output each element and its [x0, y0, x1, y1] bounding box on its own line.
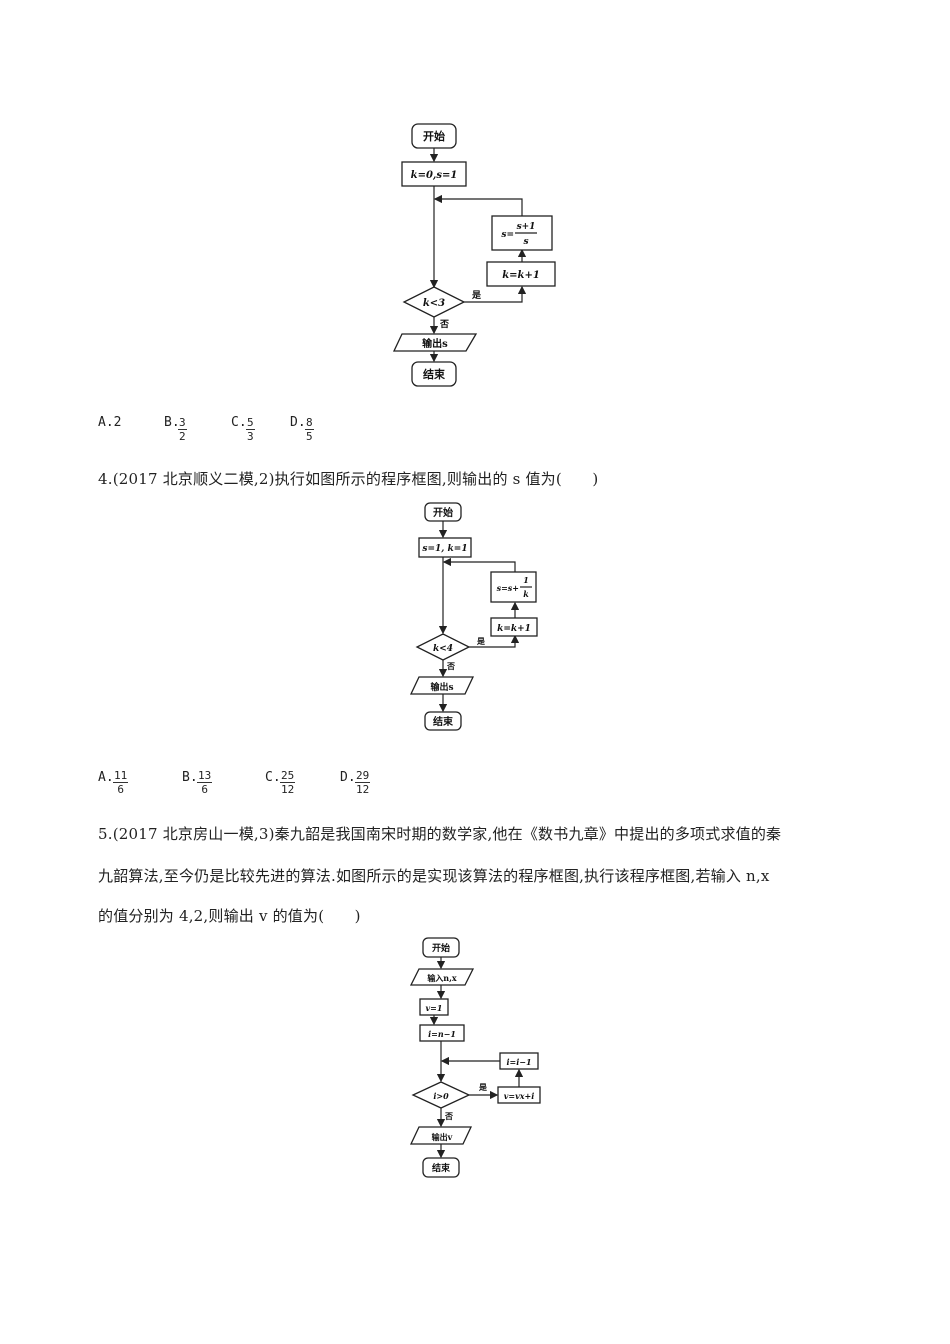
- option-d-label: D.: [340, 770, 356, 785]
- output-label: 输出v: [432, 1132, 453, 1142]
- update-k-label: k=k+1: [502, 270, 540, 281]
- output-label: 输出s: [422, 337, 448, 350]
- flowchart-1: 开始 k=0,s=1 k<3 是 k=k+1 s= s+1 s 否 输出s 结束: [392, 123, 556, 387]
- output-parallelogram: [392, 333, 478, 352]
- init-label: s=1, k=1: [422, 544, 467, 554]
- option-b-label: B.: [182, 770, 198, 785]
- update-s-den: s: [523, 237, 528, 247]
- option-a-label: A.: [98, 770, 114, 785]
- output-parallelogram: [409, 1126, 473, 1145]
- start-label: 开始: [423, 129, 445, 143]
- no-label: 否: [444, 1111, 453, 1121]
- output-label: 输出s: [430, 681, 453, 693]
- update-s-lhs: s=: [501, 230, 514, 240]
- init-i-label: i=n−1: [428, 1029, 456, 1039]
- option-a: A.2: [98, 415, 122, 430]
- question-5-line-2: 九韶算法,至今仍是比较先进的算法.如图所示的是实现该算法的程序框图,执行该程序框…: [98, 867, 770, 885]
- yes-label: 是: [471, 290, 482, 301]
- option-c-label: C.: [231, 415, 247, 430]
- update-k-box: [490, 617, 538, 637]
- question-4-text: 4.(2017 北京顺义二模,2)执行如图所示的程序框图,则输出的 s 值为( …: [98, 470, 599, 488]
- update-s-lhs: s=s+: [497, 583, 519, 593]
- start-label: 开始: [432, 942, 450, 954]
- init-box: [401, 161, 467, 187]
- update-i-label: i=i−1: [506, 1057, 531, 1067]
- yes-label: 是: [478, 1082, 487, 1092]
- condition-label: i>0: [433, 1091, 449, 1101]
- condition-label: k<3: [423, 298, 445, 309]
- update-v-label: v=vx+i: [504, 1091, 535, 1101]
- end-label: 结束: [422, 367, 446, 381]
- update-s-num: s+1: [517, 222, 536, 232]
- update-s-num: 1: [523, 575, 529, 585]
- option-b-label: B.: [164, 415, 180, 430]
- end-terminal: [411, 361, 457, 387]
- flowchart-2: 开始 s=1, k=1 k<4 是 k=k+1 s=s+ 1 k 否 输出s 结…: [409, 502, 538, 731]
- end-terminal: [424, 711, 462, 731]
- output-parallelogram: [409, 676, 475, 695]
- question-5-line-1: 5.(2017 北京房山一模,3)秦九韶是我国南宋时期的数学家,他在《数书九章》…: [98, 825, 782, 843]
- start-label: 开始: [433, 506, 453, 519]
- init-v-label: v=1: [426, 1003, 443, 1013]
- end-label: 结束: [432, 1162, 451, 1174]
- condition-label: k<4: [433, 644, 453, 654]
- init-label: k=0,s=1: [411, 170, 458, 181]
- update-s-den: k: [523, 589, 529, 599]
- option-c-label: C.: [265, 770, 281, 785]
- input-label: 输入n,x: [427, 973, 457, 983]
- init-box: [418, 537, 472, 558]
- option-d-label: D.: [290, 415, 306, 430]
- no-label: 否: [439, 319, 449, 330]
- question-5-line-3: 的值分别为 4,2,则输出 v 的值为( ): [98, 907, 361, 925]
- end-label: 结束: [433, 715, 454, 728]
- end-terminal: [422, 1157, 460, 1178]
- update-k-label: k=k+1: [497, 624, 531, 634]
- no-label: 否: [446, 661, 455, 671]
- init-i-box: [419, 1024, 465, 1042]
- yes-label: 是: [476, 636, 485, 646]
- input-parallelogram: [409, 968, 475, 986]
- update-k-box: [486, 261, 556, 287]
- flowchart-3: 开始 输入n,x v=1 i=n−1 i>0 是 v=vx+i i=i−1 否 …: [409, 937, 541, 1178]
